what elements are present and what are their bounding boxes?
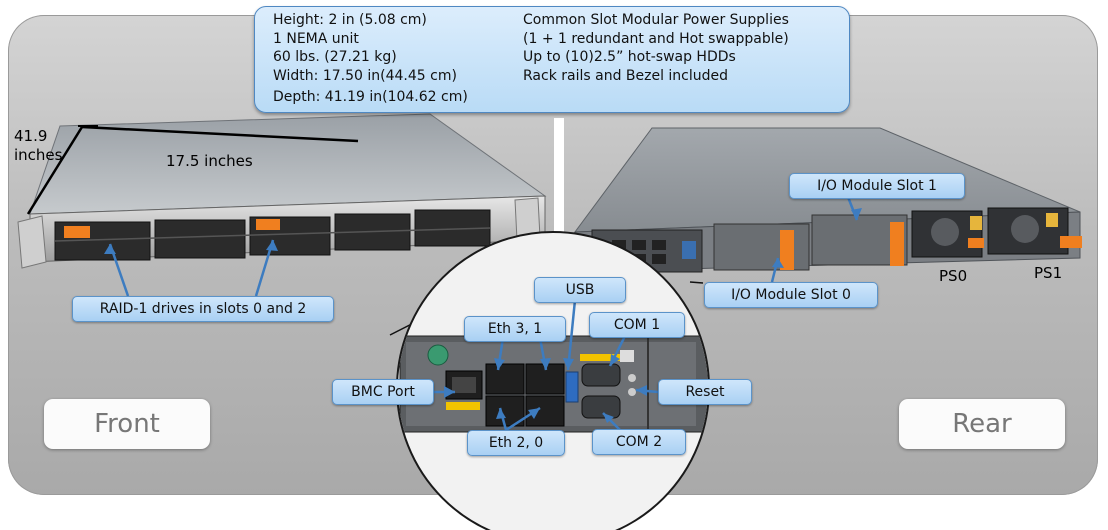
spec-depth: Depth: 41.19 in(104.62 cm) — [273, 89, 468, 105]
spec-info-box: Height: 2 in (5.08 cm) 1 NEMA unit 60 lb… — [254, 6, 850, 113]
spec-rack-rails: Rack rails and Bezel included — [523, 67, 729, 84]
width-dimension-label: 17.5 inches — [166, 152, 253, 170]
drive-bays — [54, 209, 491, 261]
spec-nema-unit: 1 NEMA unit — [273, 30, 359, 47]
io-module-slot-0 — [713, 223, 810, 271]
reset-button — [628, 374, 636, 382]
spec-height: Height: 2 in (5.08 cm) — [273, 12, 427, 28]
raid-drives-callout: RAID-1 drives in slots 0 and 2 — [72, 296, 334, 322]
front-view-label: Front — [44, 399, 210, 449]
raid-drive-slot-0 — [64, 226, 90, 238]
front-server — [17, 113, 547, 269]
com-2-port — [581, 395, 621, 419]
eth-2-0-callout: Eth 2, 0 — [467, 430, 565, 456]
eth-3-port — [485, 363, 525, 395]
width-dimension-line — [81, 125, 359, 143]
spec-width: Width: 17.50 in(44.45 cm) — [273, 67, 457, 84]
reset-callout: Reset — [658, 379, 752, 405]
bmc-port-callout: BMC Port — [332, 379, 434, 405]
io-module-slot-1-callout: I/O Module Slot 1 — [789, 173, 965, 199]
raid-drive-slot-2 — [256, 219, 280, 230]
spec-list-right: Common Slot Modular Power Supplies (1 + … — [523, 11, 789, 85]
usb-callout: USB — [534, 277, 626, 303]
io-module-slot-0-callout: I/O Module Slot 0 — [704, 282, 878, 308]
spec-redundancy: (1 + 1 redundant and Hot swappable) — [523, 30, 789, 47]
usb-port — [565, 371, 579, 403]
spec-weight: 60 lbs. (27.21 kg) — [273, 49, 397, 65]
spec-power-supplies: Common Slot Modular Power Supplies — [523, 12, 789, 28]
ps1-label: PS1 — [1034, 264, 1063, 282]
com-1-callout: COM 1 — [589, 312, 685, 338]
depth-dimension-line — [26, 126, 84, 215]
rear-server — [573, 127, 1082, 273]
rear-view-label: Rear — [899, 399, 1065, 449]
eth-3-1-callout: Eth 3, 1 — [464, 316, 566, 342]
spec-hdds: Up to (10)2.5” hot-swap HDDs — [523, 49, 736, 65]
callout-arrows — [104, 196, 862, 432]
spec-list-left: Height: 2 in (5.08 cm) 1 NEMA unit 60 lb… — [273, 11, 468, 107]
ps0-label: PS0 — [939, 267, 968, 285]
com-2-callout: COM 2 — [592, 429, 686, 455]
com-1-port — [581, 363, 621, 387]
depth-dimension-label: 41.9 inches — [14, 127, 63, 164]
